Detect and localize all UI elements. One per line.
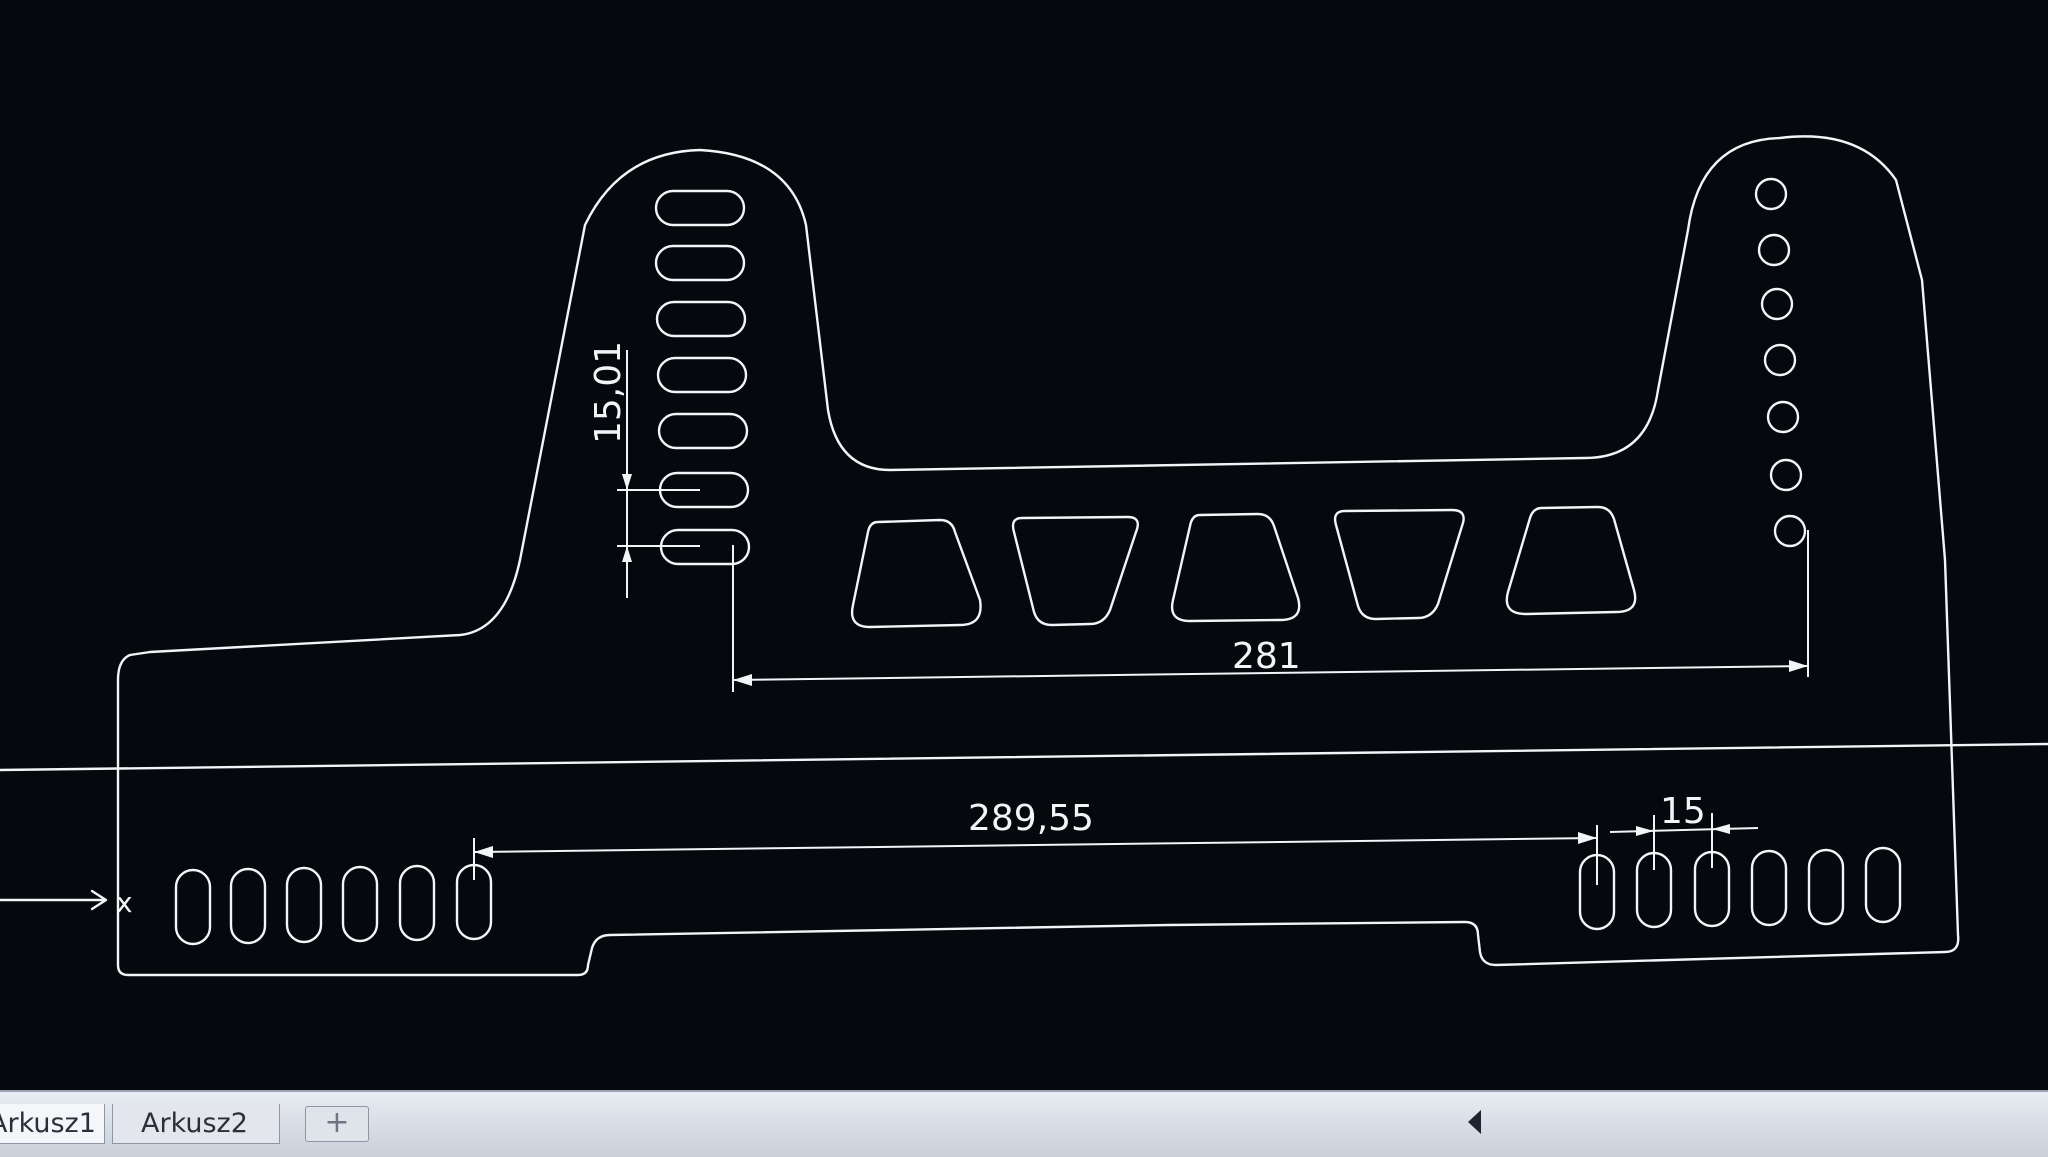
cursor-marker: x: [116, 886, 133, 919]
bottom-left-slots: [174, 863, 493, 946]
dimension-label-281: 281: [1232, 636, 1301, 677]
left-slot-column: [654, 189, 751, 566]
add-sheet-button[interactable]: +: [305, 1106, 369, 1142]
bracket-outline: [116, 135, 1960, 977]
dimension-slot-pitch-horizontal: 15: [1609, 791, 1759, 870]
dimension-label-15-01: 15,01: [588, 341, 629, 444]
triangle-left-icon[interactable]: [1468, 1110, 1481, 1134]
origin-pointer: x: [0, 886, 133, 919]
plus-icon: +: [324, 1105, 350, 1140]
dimension-slot-pitch-vertical: 15,01: [588, 341, 700, 598]
dimension-label-15: 15: [1660, 791, 1706, 832]
dimension-slot-span: 289,55: [473, 798, 1598, 885]
construction-line: [0, 742, 2048, 772]
trapezoid-cutouts: [850, 505, 1637, 629]
drawing-canvas[interactable]: x 15,01 281 289,55: [0, 0, 2048, 1090]
tab-arkusz1[interactable]: Arkusz1: [0, 1104, 105, 1144]
dimension-hole-span: 281: [732, 530, 1809, 692]
sheet-tab-bar: Arkusz1 Arkusz2 +: [0, 1090, 2048, 1157]
tab-arkusz2[interactable]: Arkusz2: [112, 1104, 280, 1144]
right-hole-column: [1754, 177, 1807, 548]
bottom-right-slots: [1578, 846, 1902, 931]
dimension-label-289-55: 289,55: [968, 798, 1094, 839]
